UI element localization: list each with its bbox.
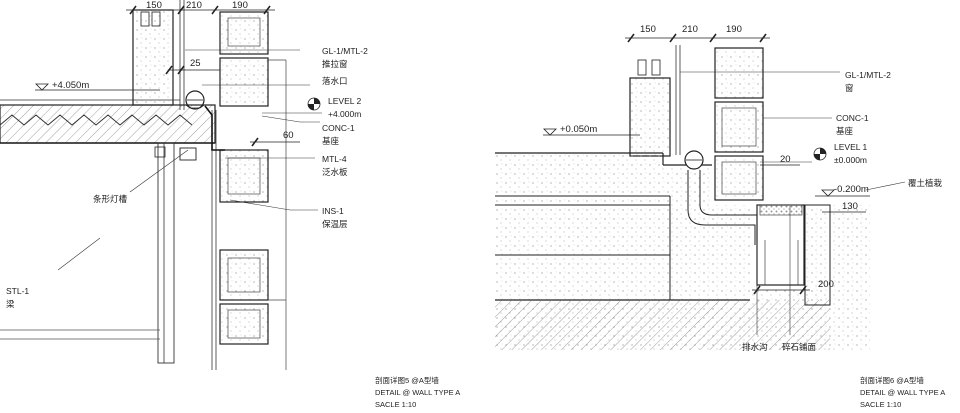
dim-60: 60 (283, 130, 294, 141)
dim-210: 210 (682, 24, 698, 35)
window-frame-block (132, 9, 174, 106)
caption-subtitle: DETAIL @ WALL TYPE A (375, 388, 460, 397)
gravel-surface (759, 204, 803, 216)
label-gravel: 碎石铺面 (782, 342, 817, 352)
dim-150: 150 (146, 0, 162, 11)
caption-title: 剖面详图5 @A型墙 (375, 375, 439, 385)
label-conc: CONC-1 (322, 123, 355, 133)
label-mtl4: MTL-4 (322, 154, 347, 164)
dim-190: 190 (726, 24, 742, 35)
label-level-value: ±0.000m (834, 155, 867, 165)
masonry-block (714, 101, 764, 153)
left-detail: 150 210 190 (0, 0, 460, 409)
label-window: 窗 (845, 83, 854, 93)
roof-slab (0, 104, 216, 144)
label-sliding-window: 推拉窗 (322, 59, 348, 69)
label-flashing: 泛水板 (322, 167, 348, 177)
window-frame-block (629, 77, 671, 157)
label-gl-mtl: GL-1/MTL-2 (322, 46, 368, 56)
elevation-left-label: +0.050m (560, 124, 597, 135)
dim-200: 200 (818, 279, 834, 290)
dim-150: 150 (640, 24, 656, 35)
steel-beam (157, 142, 175, 364)
label-level: LEVEL 1 (834, 142, 868, 152)
caption-subtitle: DETAIL @ WALL TYPE A (860, 388, 945, 397)
dim-210: 210 (186, 0, 202, 11)
masonry-block (219, 57, 269, 107)
dim-190: 190 (232, 0, 248, 11)
flashing-line (204, 105, 225, 151)
label-stl: STL-1 (6, 286, 29, 296)
caption-title: 剖面详图6 @A型墙 (860, 375, 924, 385)
elevation-ground-label: -0.200m (834, 184, 869, 195)
label-level-value: +4.000m (328, 109, 361, 119)
label-base: 基座 (322, 136, 340, 146)
label-insulation: 保温层 (322, 219, 348, 229)
label-ins: INS-1 (322, 206, 344, 216)
label-drain-ditch: 排水沟 (742, 342, 768, 352)
elevation-label: +4.050m (52, 80, 89, 91)
label-planting: 覆土植栽 (908, 178, 943, 188)
drain-ditch (756, 204, 805, 286)
label-gl-mtl: GL-1/MTL-2 (845, 70, 891, 80)
label-conc: CONC-1 (836, 113, 869, 123)
masonry-block (714, 155, 764, 201)
label-drain-outlet: 落水口 (322, 76, 348, 86)
soil-layer (495, 300, 830, 350)
label-level: LEVEL 2 (328, 96, 362, 106)
dim-20: 20 (780, 154, 791, 165)
caption-scale: SACLE 1:10 (860, 400, 901, 409)
label-beam: 梁 (6, 299, 15, 309)
label-light-slot: 条形灯槽 (93, 194, 128, 204)
masonry-block (714, 47, 764, 99)
right-detail: 150 210 190 (495, 24, 945, 409)
dim-130: 130 (842, 201, 858, 212)
drain-outlet-symbol (185, 90, 205, 110)
caption-scale: SACLE 1:10 (375, 400, 416, 409)
label-base: 基座 (836, 126, 854, 136)
masonry-block (219, 249, 269, 301)
dim-25: 25 (190, 58, 201, 69)
